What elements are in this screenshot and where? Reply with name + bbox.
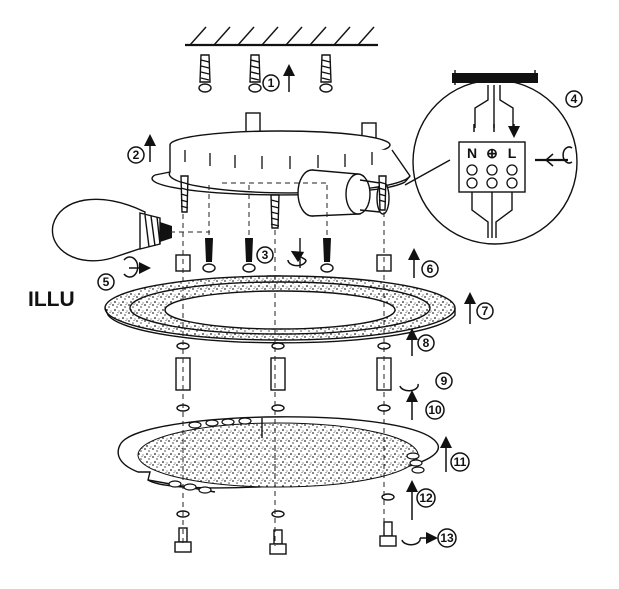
spacers-lower — [175, 328, 419, 420]
cap-screws — [174, 480, 438, 555]
threaded-rods — [180, 175, 387, 229]
step-circle — [425, 400, 445, 420]
step-number: 1 — [268, 76, 275, 90]
step-marker-3: 3 — [256, 246, 274, 264]
ceiling — [185, 26, 378, 47]
step-number: 7 — [482, 304, 489, 318]
step-marker-5: 5 — [97, 273, 115, 291]
wall-plug-right — [319, 54, 333, 93]
step-marker-1: 1 — [262, 74, 280, 92]
step-number: 11 — [454, 455, 467, 469]
wall-plug-left — [198, 54, 212, 93]
step-number: 3 — [262, 248, 269, 262]
step-circle — [417, 334, 435, 352]
light-bulb — [51, 198, 172, 278]
step-circle — [127, 146, 145, 164]
decorative-ring — [104, 275, 476, 344]
step-circle — [97, 273, 115, 291]
illu-label: ILLU — [28, 288, 75, 311]
step-marker-2: 2 — [127, 146, 145, 164]
step-number: 8 — [423, 336, 430, 350]
step-circle — [437, 528, 457, 548]
step-circle — [262, 74, 280, 92]
step-number: 5 — [103, 275, 110, 289]
step-marker-12: 12 — [416, 488, 436, 508]
step-number: 9 — [441, 374, 448, 388]
step-marker-8: 8 — [417, 334, 435, 352]
step-number: 6 — [427, 262, 434, 276]
step-marker-13: 13 — [437, 528, 457, 548]
diffuser-plate — [117, 416, 452, 494]
screwdriver-turn-icon — [562, 146, 573, 164]
terminal-labels: N ⊕ L — [467, 145, 517, 161]
step-circle — [476, 302, 494, 320]
wall-plug-middle — [248, 54, 262, 93]
terminal-earth-label: ⊕ — [486, 145, 498, 161]
step-marker-9: 9 — [435, 372, 453, 390]
wood-screws — [202, 238, 334, 273]
assembly-guide-lines — [170, 182, 385, 546]
terminal-n-label: N — [467, 145, 477, 161]
terminal-l-label: L — [508, 145, 517, 161]
step-number: 12 — [419, 491, 433, 505]
step-circle — [421, 260, 439, 278]
step-circle — [256, 246, 274, 264]
step-marker-11: 11 — [450, 452, 470, 472]
step-marker-7: 7 — [476, 302, 494, 320]
step-circle — [416, 488, 436, 508]
step-marker-6: 6 — [421, 260, 439, 278]
wiring-detail: N ⊕ L — [404, 70, 578, 245]
step-number: 10 — [428, 403, 442, 417]
step-marker-4: 4 — [565, 90, 583, 108]
step-circle — [435, 372, 453, 390]
step-marker-10: 10 — [425, 400, 445, 420]
step-number: 13 — [440, 531, 454, 545]
wall-plugs — [198, 54, 333, 93]
step-number: 4 — [571, 92, 578, 106]
step-number: 2 — [133, 148, 140, 162]
step-circle — [450, 452, 470, 472]
step-circle — [565, 90, 583, 108]
